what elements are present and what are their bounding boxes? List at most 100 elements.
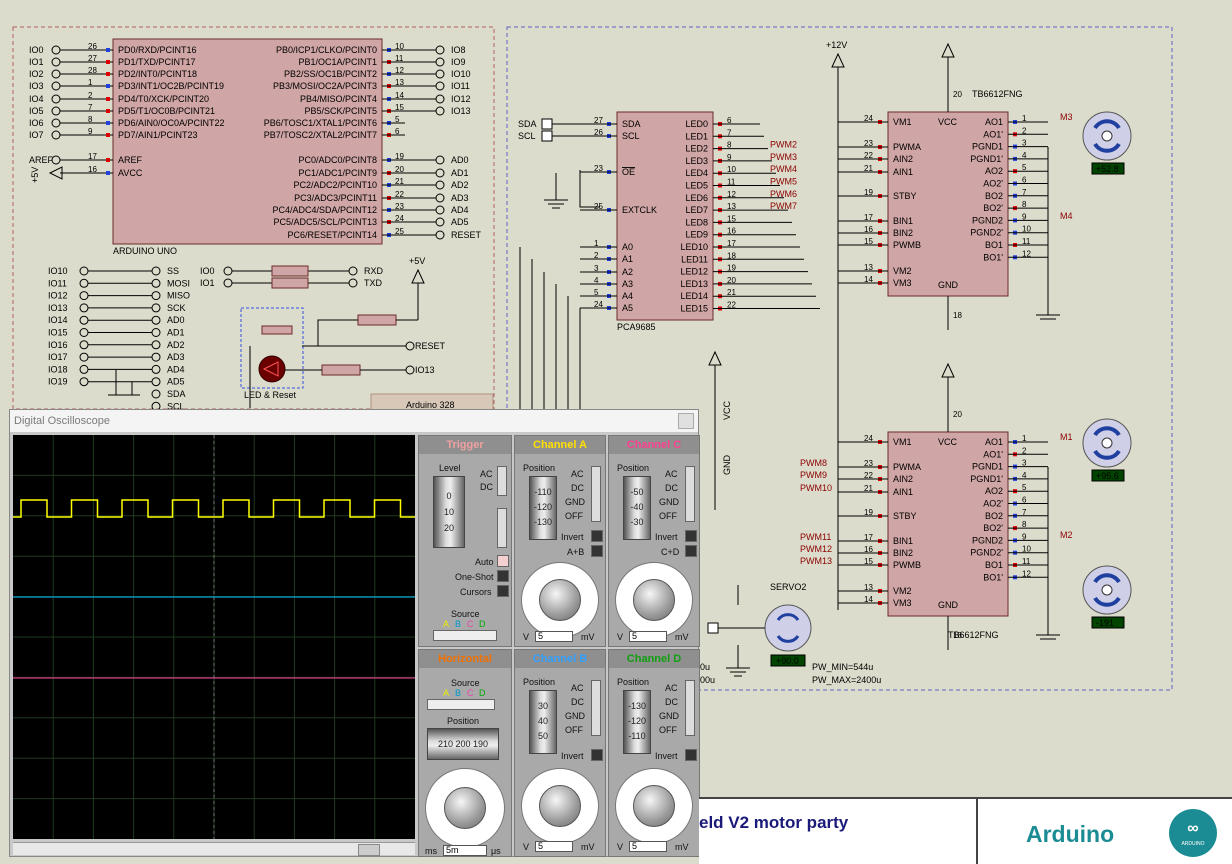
channelB-invert-button[interactable] [591, 749, 603, 761]
channelD-volts-knob[interactable] [633, 785, 675, 827]
trigger-source-a[interactable]: A [443, 619, 450, 629]
channelA-position-drum[interactable]: -110 -120 -130 [529, 476, 557, 540]
arduino-port-terminal[interactable] [51, 155, 61, 165]
channelB-volts-value[interactable]: 5 [535, 841, 573, 852]
trigger-coupling-slider[interactable] [497, 466, 507, 496]
horizontal-time-value[interactable]: 5m [443, 845, 487, 856]
arduino-port-terminal[interactable] [435, 205, 445, 215]
header-right-terminal[interactable] [151, 389, 161, 399]
channelD-position-drum[interactable]: -130 -120 -110 [623, 690, 651, 754]
trigger-auto-button[interactable] [497, 555, 509, 567]
scl-bus-terminal[interactable] [541, 130, 553, 142]
close-icon[interactable] [678, 413, 694, 429]
reset-terminal[interactable] [405, 341, 415, 351]
arduino-port-terminal[interactable] [435, 106, 445, 116]
horizontal-source-slider[interactable] [427, 699, 495, 710]
header-left-terminal[interactable] [79, 340, 89, 350]
arduino-port-terminal[interactable] [435, 57, 445, 67]
arduino-port-terminal[interactable] [435, 45, 445, 55]
horizontal-position-drum[interactable]: 210 200 190 [427, 728, 499, 760]
arduino-port-terminal[interactable] [51, 45, 61, 55]
pca9685-ic[interactable] [616, 111, 714, 321]
header-left-terminal[interactable] [79, 315, 89, 325]
serial-resistor-tx[interactable] [271, 277, 309, 289]
serial-resistor-rx[interactable] [271, 265, 309, 277]
reset-resistor[interactable] [357, 314, 397, 326]
serial-right-terminal[interactable] [348, 278, 358, 288]
horizontal-source-b[interactable]: B [455, 688, 462, 698]
arduino-port-terminal[interactable] [51, 130, 61, 140]
sda-bus-terminal[interactable] [541, 118, 553, 130]
oscilloscope-scrollbar[interactable] [13, 842, 415, 856]
horizontal-source-d[interactable]: D [479, 688, 486, 698]
trigger-edge-slider[interactable] [497, 508, 507, 548]
trigger-source-d[interactable]: D [479, 619, 486, 629]
oscilloscope-title-bar[interactable]: Digital Oscilloscope [10, 410, 698, 432]
header-left-terminal[interactable] [79, 377, 89, 387]
scrollbar-thumb[interactable] [358, 844, 380, 856]
header-right-terminal[interactable] [151, 266, 161, 276]
oscilloscope-window[interactable]: Digital Oscilloscope Trigger Level 0 10 … [9, 409, 700, 857]
arduino-port-terminal[interactable] [51, 106, 61, 116]
arduino-port-terminal[interactable] [51, 118, 61, 128]
io13-terminal[interactable] [405, 365, 415, 375]
arduino-port-terminal[interactable] [435, 168, 445, 178]
header-right-terminal[interactable] [151, 352, 161, 362]
header-right-terminal[interactable] [151, 377, 161, 387]
channelA-volts-value[interactable]: 5 [535, 631, 573, 642]
arduino-port-terminal[interactable] [435, 180, 445, 190]
arduino-port-terminal[interactable] [435, 193, 445, 203]
arduino-port-terminal[interactable] [435, 69, 445, 79]
reset-button[interactable] [261, 325, 293, 335]
trigger-cursors-button[interactable] [497, 585, 509, 597]
trigger-oneshot-button[interactable] [497, 570, 509, 582]
channelC-volts-knob[interactable] [633, 579, 675, 621]
header-right-terminal[interactable] [151, 364, 161, 374]
led-resistor[interactable] [321, 364, 361, 376]
serial-left-terminal[interactable] [223, 278, 233, 288]
header-left-terminal[interactable] [79, 291, 89, 301]
channelD-volts-value[interactable]: 5 [629, 841, 667, 852]
servo-motor[interactable] [764, 604, 812, 652]
header-right-terminal[interactable] [151, 303, 161, 313]
channelC-combine-button[interactable] [685, 545, 697, 557]
channelC-coupling-slider[interactable] [685, 466, 695, 522]
tb6612-top-ic[interactable] [887, 111, 1009, 297]
trigger-level-drum[interactable]: 0 10 20 [433, 476, 465, 548]
channelD-coupling-slider[interactable] [685, 680, 695, 736]
channelB-volts-knob[interactable] [539, 785, 581, 827]
trigger-source-c[interactable]: C [467, 619, 474, 629]
arduino-port-terminal[interactable] [51, 81, 61, 91]
channelD-invert-button[interactable] [685, 749, 697, 761]
header-left-terminal[interactable] [79, 278, 89, 288]
trigger-source-slider[interactable] [433, 630, 497, 641]
channelC-position-drum[interactable]: -50 -40 -30 [623, 476, 651, 540]
header-left-terminal[interactable] [79, 328, 89, 337]
header-right-terminal[interactable] [151, 328, 161, 337]
tb6612-bottom-ic[interactable] [887, 431, 1009, 617]
arduino-port-terminal[interactable] [51, 69, 61, 79]
arduino-port-terminal[interactable] [51, 94, 61, 104]
channelB-position-drum[interactable]: 30 40 50 [529, 690, 557, 754]
arduino-port-terminal[interactable] [435, 94, 445, 104]
trigger-source-b[interactable]: B [455, 619, 462, 629]
header-left-terminal[interactable] [79, 303, 89, 313]
arduino-port-terminal[interactable] [435, 155, 445, 165]
header-right-terminal[interactable] [151, 291, 161, 301]
header-left-terminal[interactable] [79, 364, 89, 374]
serial-left-terminal[interactable] [223, 266, 233, 276]
header-left-terminal[interactable] [79, 266, 89, 276]
header-right-terminal[interactable] [151, 278, 161, 288]
channelC-invert-button[interactable] [685, 530, 697, 542]
channelC-volts-value[interactable]: 5 [629, 631, 667, 642]
channelA-volts-knob[interactable] [539, 579, 581, 621]
channelA-invert-button[interactable] [591, 530, 603, 542]
channelA-coupling-slider[interactable] [591, 466, 601, 522]
serial-right-terminal[interactable] [348, 266, 358, 276]
servo-input-terminal[interactable] [707, 622, 719, 634]
horizontal-source-c[interactable]: C [467, 688, 474, 698]
arduino-port-terminal[interactable] [435, 81, 445, 91]
horizontal-source-a[interactable]: A [443, 688, 450, 698]
arduino-uno-ic[interactable] [112, 38, 383, 245]
